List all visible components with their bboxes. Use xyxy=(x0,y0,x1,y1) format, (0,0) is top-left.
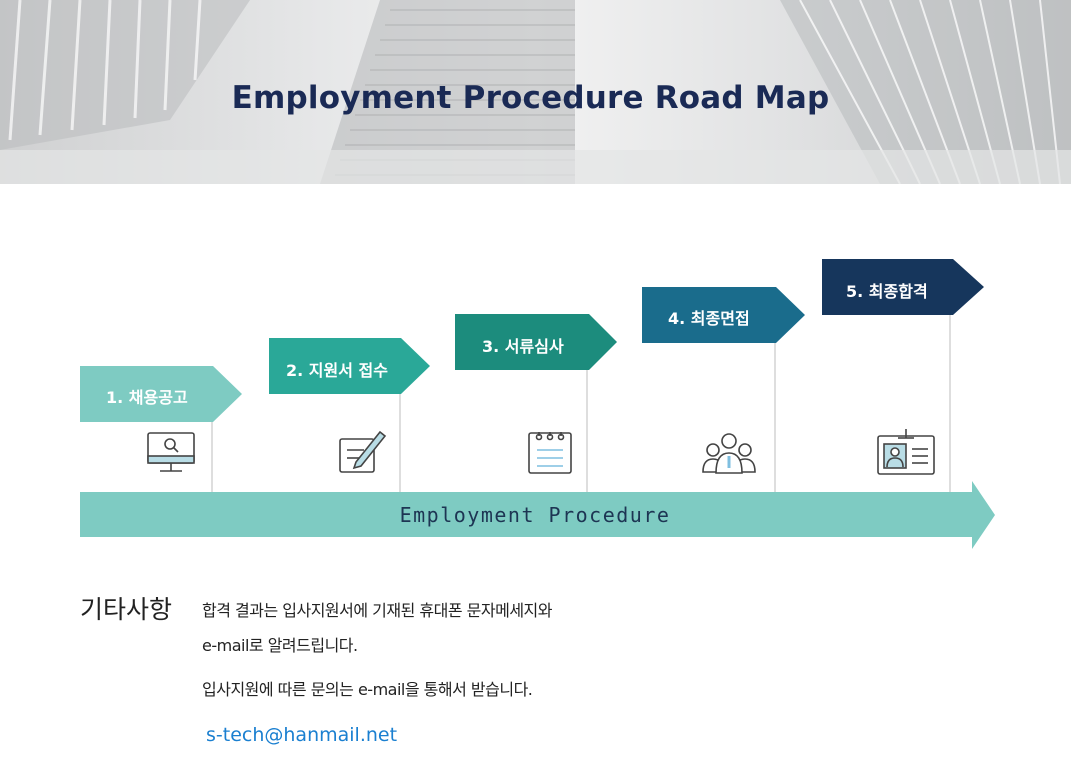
notepad-icon xyxy=(528,432,572,474)
header-banner: Employment Procedure Road Map xyxy=(0,0,1071,184)
step-arrow-5 xyxy=(822,259,984,315)
notes-heading: 기타사항 xyxy=(80,595,173,624)
step-label-2: 2. 지원서 접수 xyxy=(286,361,388,380)
step-arrow-1 xyxy=(80,366,242,422)
step-arrow-4 xyxy=(642,287,805,343)
step-arrow-3 xyxy=(455,314,617,370)
building-background xyxy=(0,0,1071,184)
step-label-1: 1. 채용공고 xyxy=(106,388,188,407)
step-label-3: 3. 서류심사 xyxy=(482,337,564,356)
timeline-arrow xyxy=(80,481,995,549)
page-title: Employment Procedure Road Map xyxy=(231,80,830,116)
step-label-4: 4. 최종면접 xyxy=(668,309,750,328)
notes-line-2: e-mail로 알려드립니다. xyxy=(202,636,358,655)
group-people-icon xyxy=(702,433,756,474)
edit-document-icon xyxy=(339,430,387,473)
timeline-label: Employment Procedure xyxy=(399,503,671,527)
step-arrow-2 xyxy=(269,338,430,394)
step-label-5: 5. 최종합격 xyxy=(846,282,928,301)
id-card-icon xyxy=(877,429,935,475)
notes-line-1: 합격 결과는 입사지원서에 기재된 휴대폰 문자메세지와 xyxy=(202,601,553,620)
notes-line-3: 입사지원에 따른 문의는 e-mail을 통해서 받습니다. xyxy=(202,680,533,699)
monitor-search-icon xyxy=(147,432,195,472)
contact-email-link[interactable]: s-tech@hanmail.net xyxy=(206,724,398,746)
